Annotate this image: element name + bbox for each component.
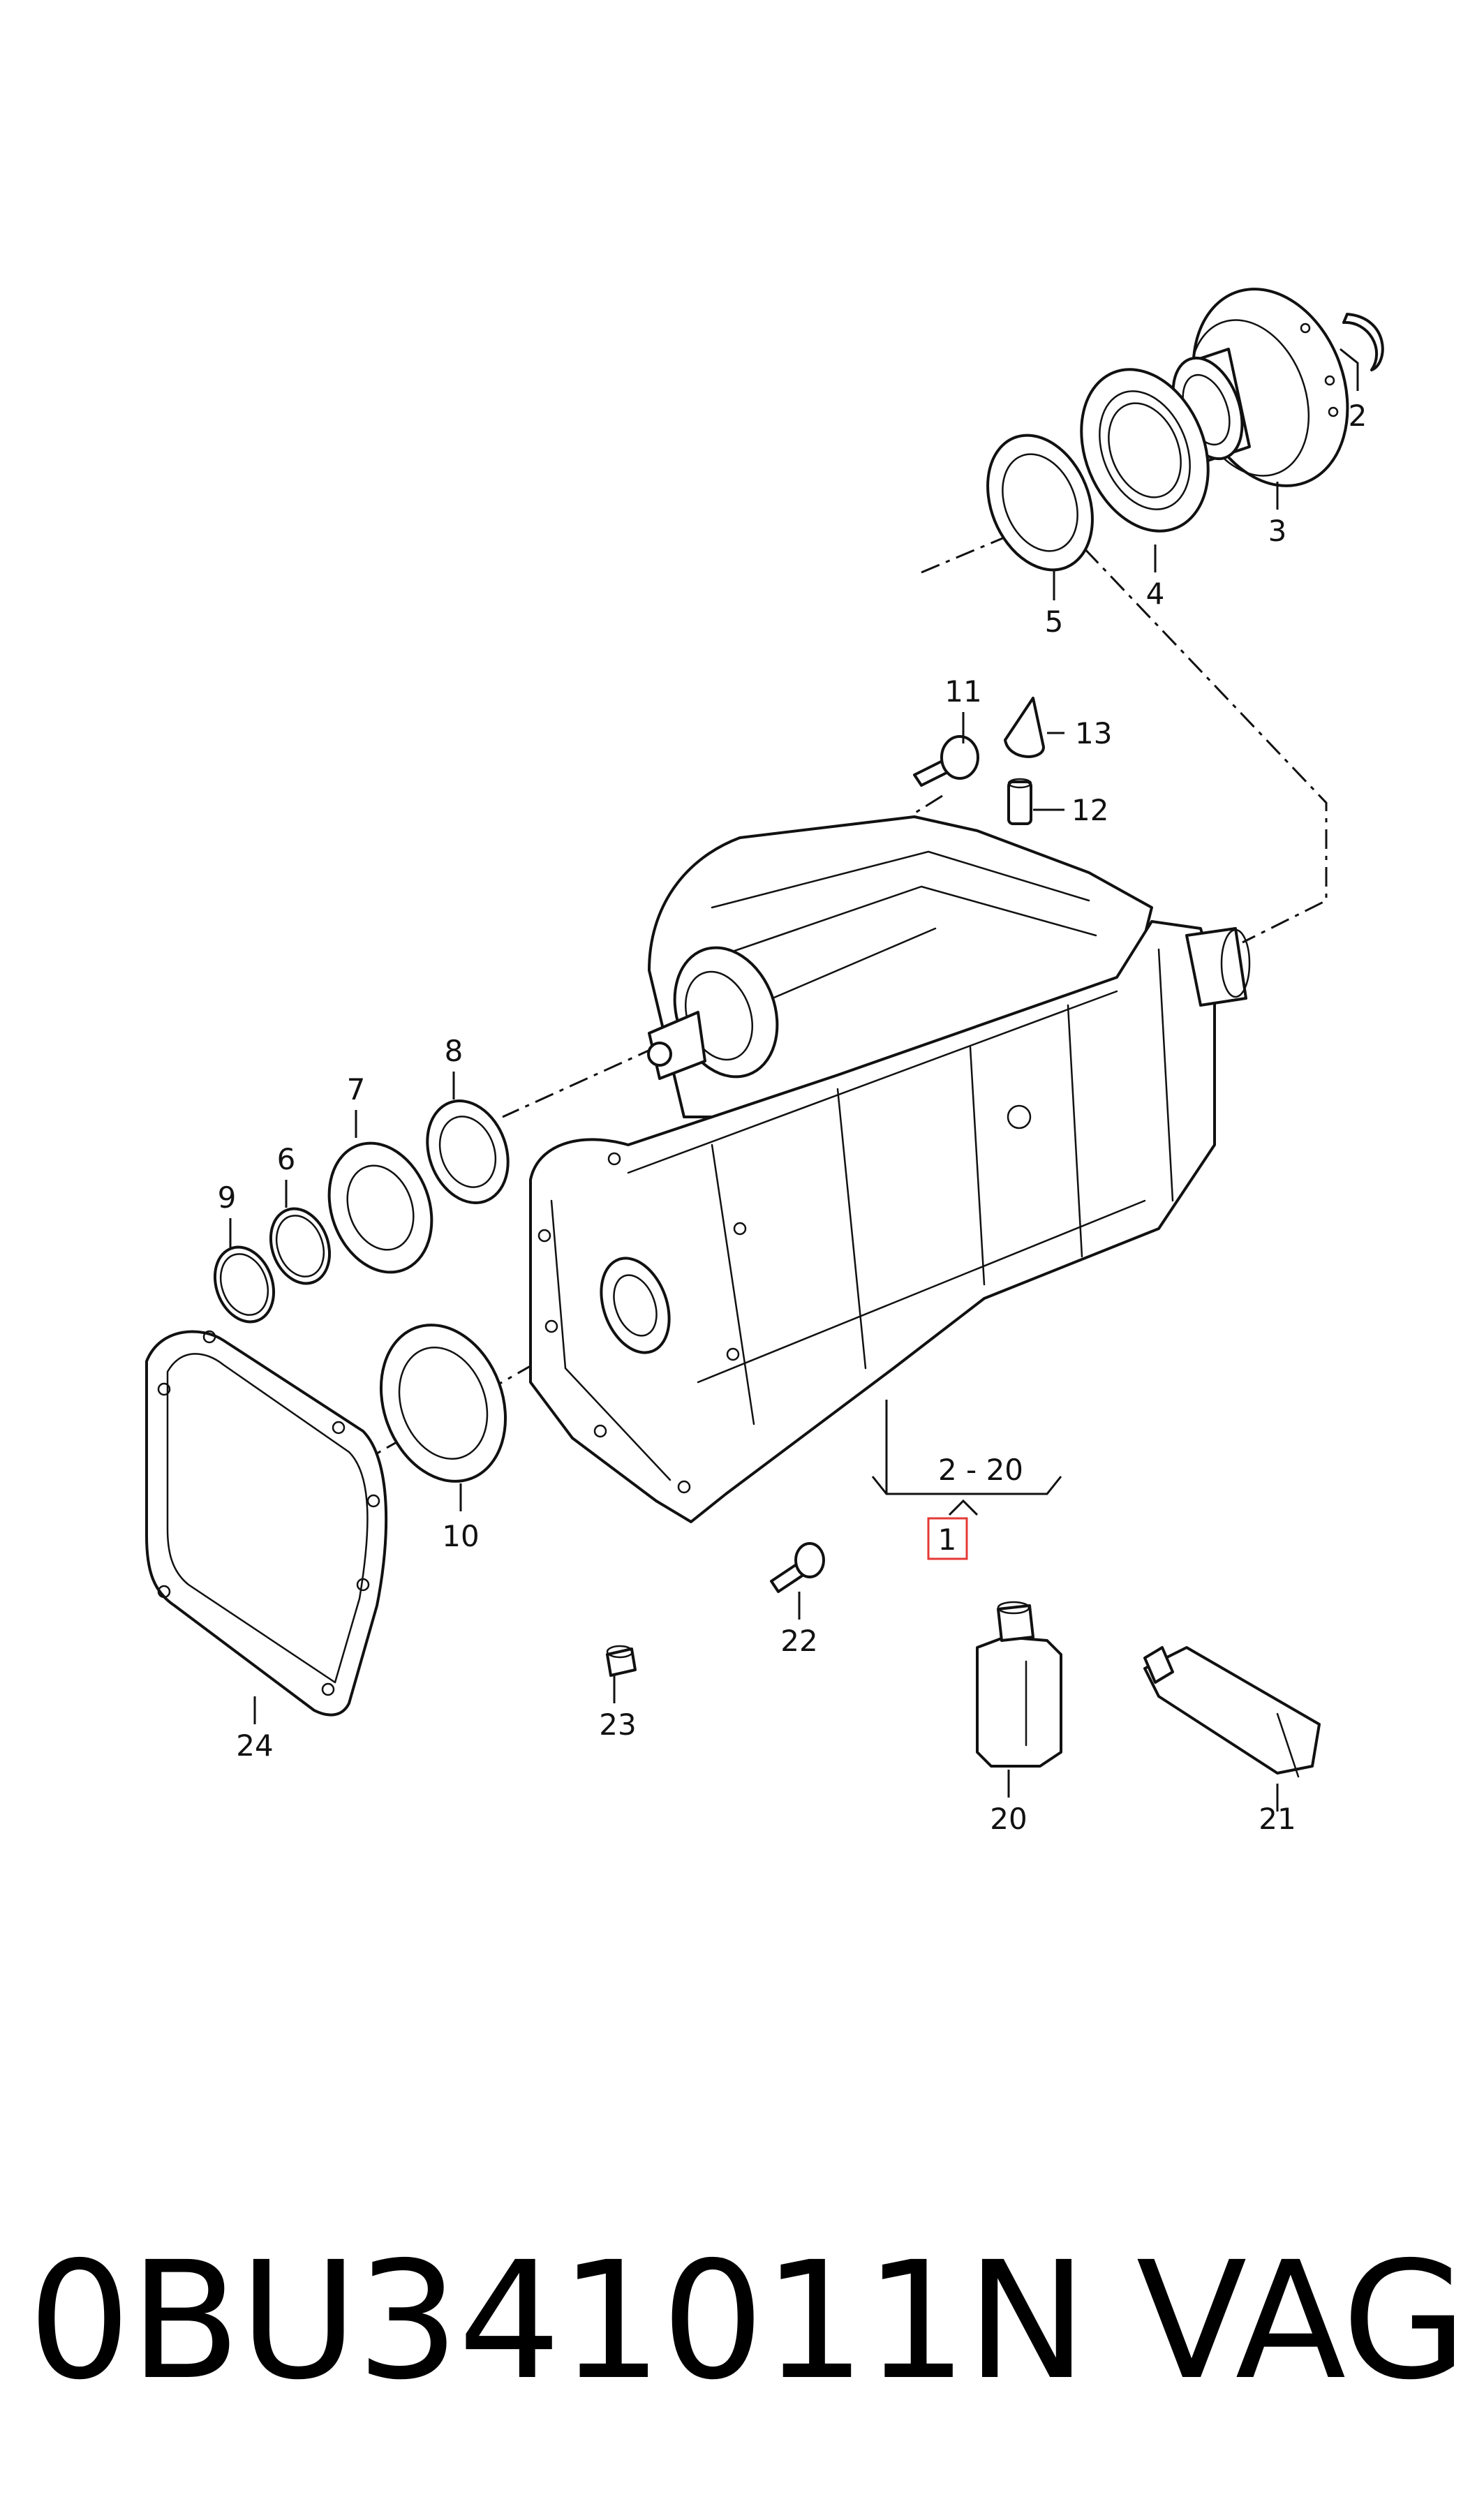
callout-8: 8 [445,1034,463,1068]
callout-11: 11 [944,674,981,709]
callout-3: 3 [1268,514,1287,548]
shim-7 [327,1141,433,1274]
seal-ring-5 [986,434,1094,572]
callout-range: 2 - 20 [938,1453,1023,1487]
grease-tube-21 [1143,1646,1321,1778]
circlip-6 [269,1207,332,1285]
brand-label: VAG [1136,2227,1467,2415]
oil-bottle-20 [976,1601,1062,1768]
callout-10: 10 [442,1519,479,1553]
breather-cap-13 [1004,697,1045,758]
output-flange [1171,288,1349,487]
plug-23 [606,1645,637,1677]
callout-1: 1 [938,1523,957,1557]
callout-6: 6 [277,1142,296,1176]
leader-lines [229,348,1359,1812]
callout-5: 5 [1045,605,1064,639]
part-number: 0BU341011N [28,2227,1088,2415]
gearbox-housing [529,815,1251,1523]
callout-22: 22 [780,1624,817,1658]
callout-13: 13 [1075,716,1112,750]
gasket-24 [145,1330,388,1717]
bolt-11 [913,735,979,787]
oil-seal-4 [1080,368,1210,533]
callout-12: 12 [1071,793,1108,827]
callout-23: 23 [599,1708,636,1742]
callout-24: 24 [236,1728,273,1763]
callout-9: 9 [218,1180,237,1215]
breather-pipe-12 [1007,778,1032,825]
oil-seal-10 [379,1324,507,1483]
bolt-22 [770,1542,825,1593]
circlip-2 [1342,313,1384,371]
callout-2: 2 [1349,399,1367,433]
callout-labels: 2 3 4 5 11 13 12 8 7 6 9 10 2 - 20 1 22 … [218,399,1367,1836]
callout-1-highlight-box [927,1517,968,1560]
callout-20: 20 [990,1802,1027,1836]
part-number-footer: 0BU341011N VAG [28,2227,1467,2415]
oil-seal-8 [426,1099,510,1204]
callout-21: 21 [1259,1802,1296,1836]
callout-4: 4 [1146,577,1165,611]
callout-7: 7 [347,1072,366,1106]
